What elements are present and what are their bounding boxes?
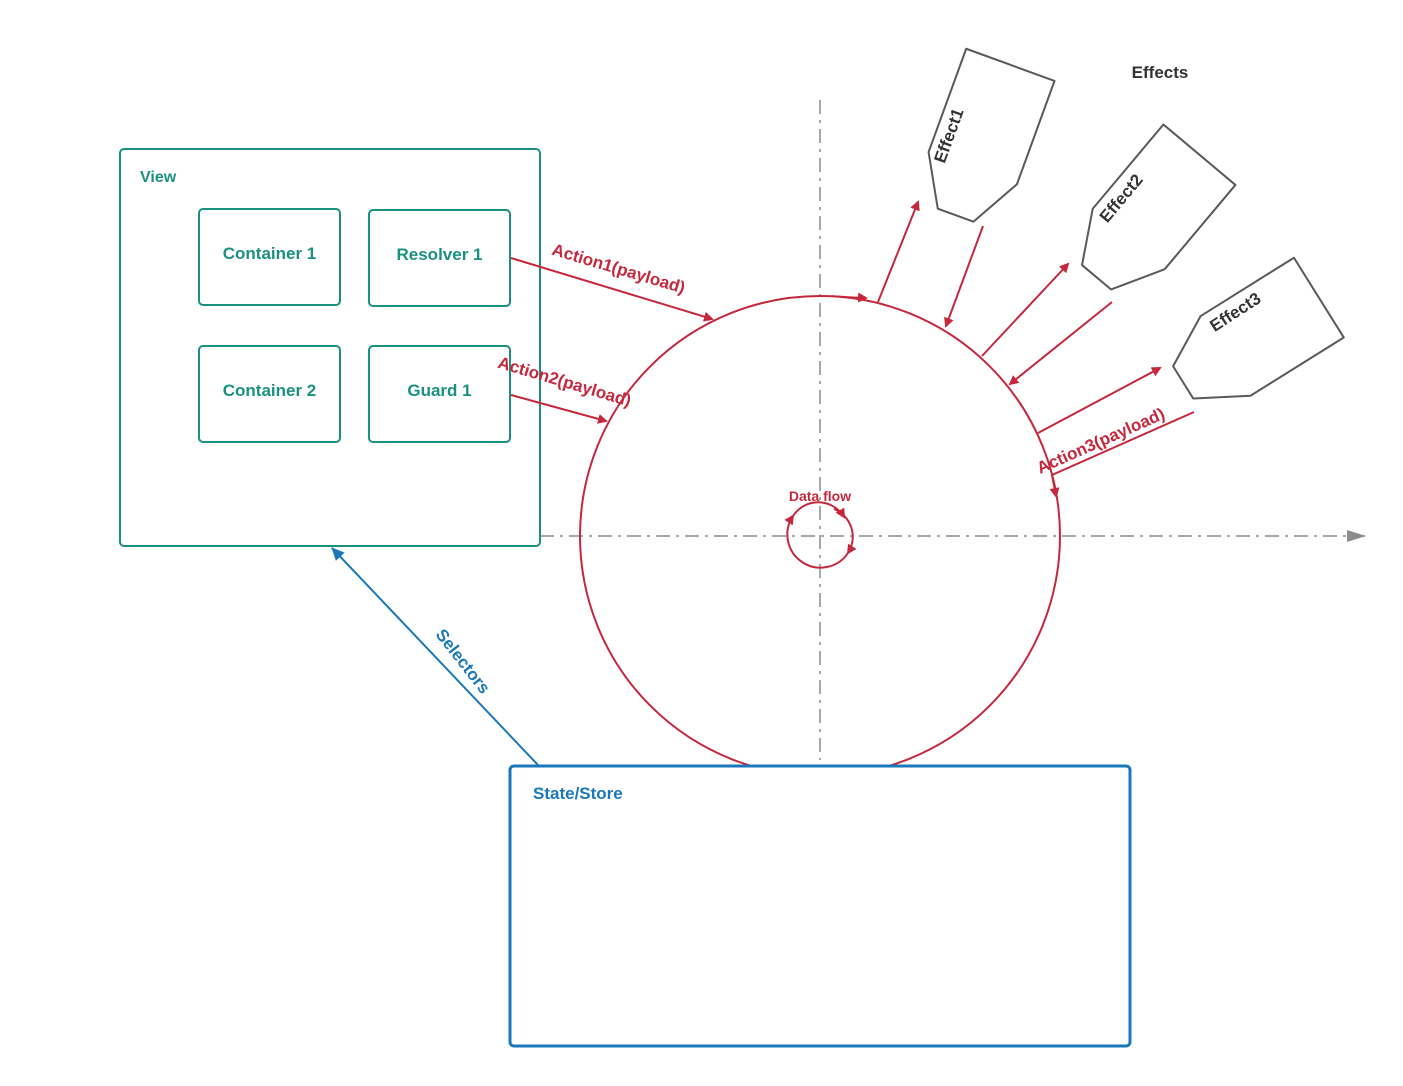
effect2-out-arrow — [981, 262, 1070, 357]
effect3-out-arrow — [1037, 367, 1162, 434]
data-flow-cycle-arc-top — [792, 501, 846, 519]
container-2-label: Container 2 — [223, 381, 317, 400]
resolver-1-box — [368, 209, 511, 307]
data-flow-cycle-arc-bottom — [784, 514, 849, 569]
state-store-box — [508, 764, 1132, 1048]
effect2-shape — [1081, 123, 1237, 291]
resolver-1-label: Resolver 1 — [397, 245, 483, 264]
circle-top-arrow — [831, 292, 868, 303]
action2-label: Action2(payload) — [496, 353, 634, 410]
action1-arrow — [510, 257, 714, 322]
effect1-out-arrow — [877, 200, 920, 303]
container-2-box — [198, 345, 341, 443]
state-store-title: State/Store — [533, 784, 623, 803]
effects-title: Effects — [1132, 63, 1189, 82]
effect1-in-arrow — [944, 225, 984, 328]
effect3-in-arrow — [1049, 411, 1195, 498]
action1-label: Action1(payload) — [550, 240, 688, 297]
selectors-arrow — [331, 547, 539, 766]
view-title: View — [140, 169, 177, 186]
data-flow-label: Data flow — [789, 488, 851, 504]
container-1-box — [198, 208, 341, 306]
action2-arrow — [510, 394, 608, 424]
effect1-shape — [927, 47, 1056, 223]
view-box — [119, 148, 541, 547]
guard-1-label: Guard 1 — [407, 381, 471, 400]
effect2-in-arrow — [1008, 301, 1113, 386]
guard-1-box — [368, 345, 511, 443]
effect3-shape — [1172, 256, 1345, 400]
container-1-label: Container 1 — [223, 244, 317, 263]
action3-label: Action3(payload) — [1034, 404, 1168, 477]
